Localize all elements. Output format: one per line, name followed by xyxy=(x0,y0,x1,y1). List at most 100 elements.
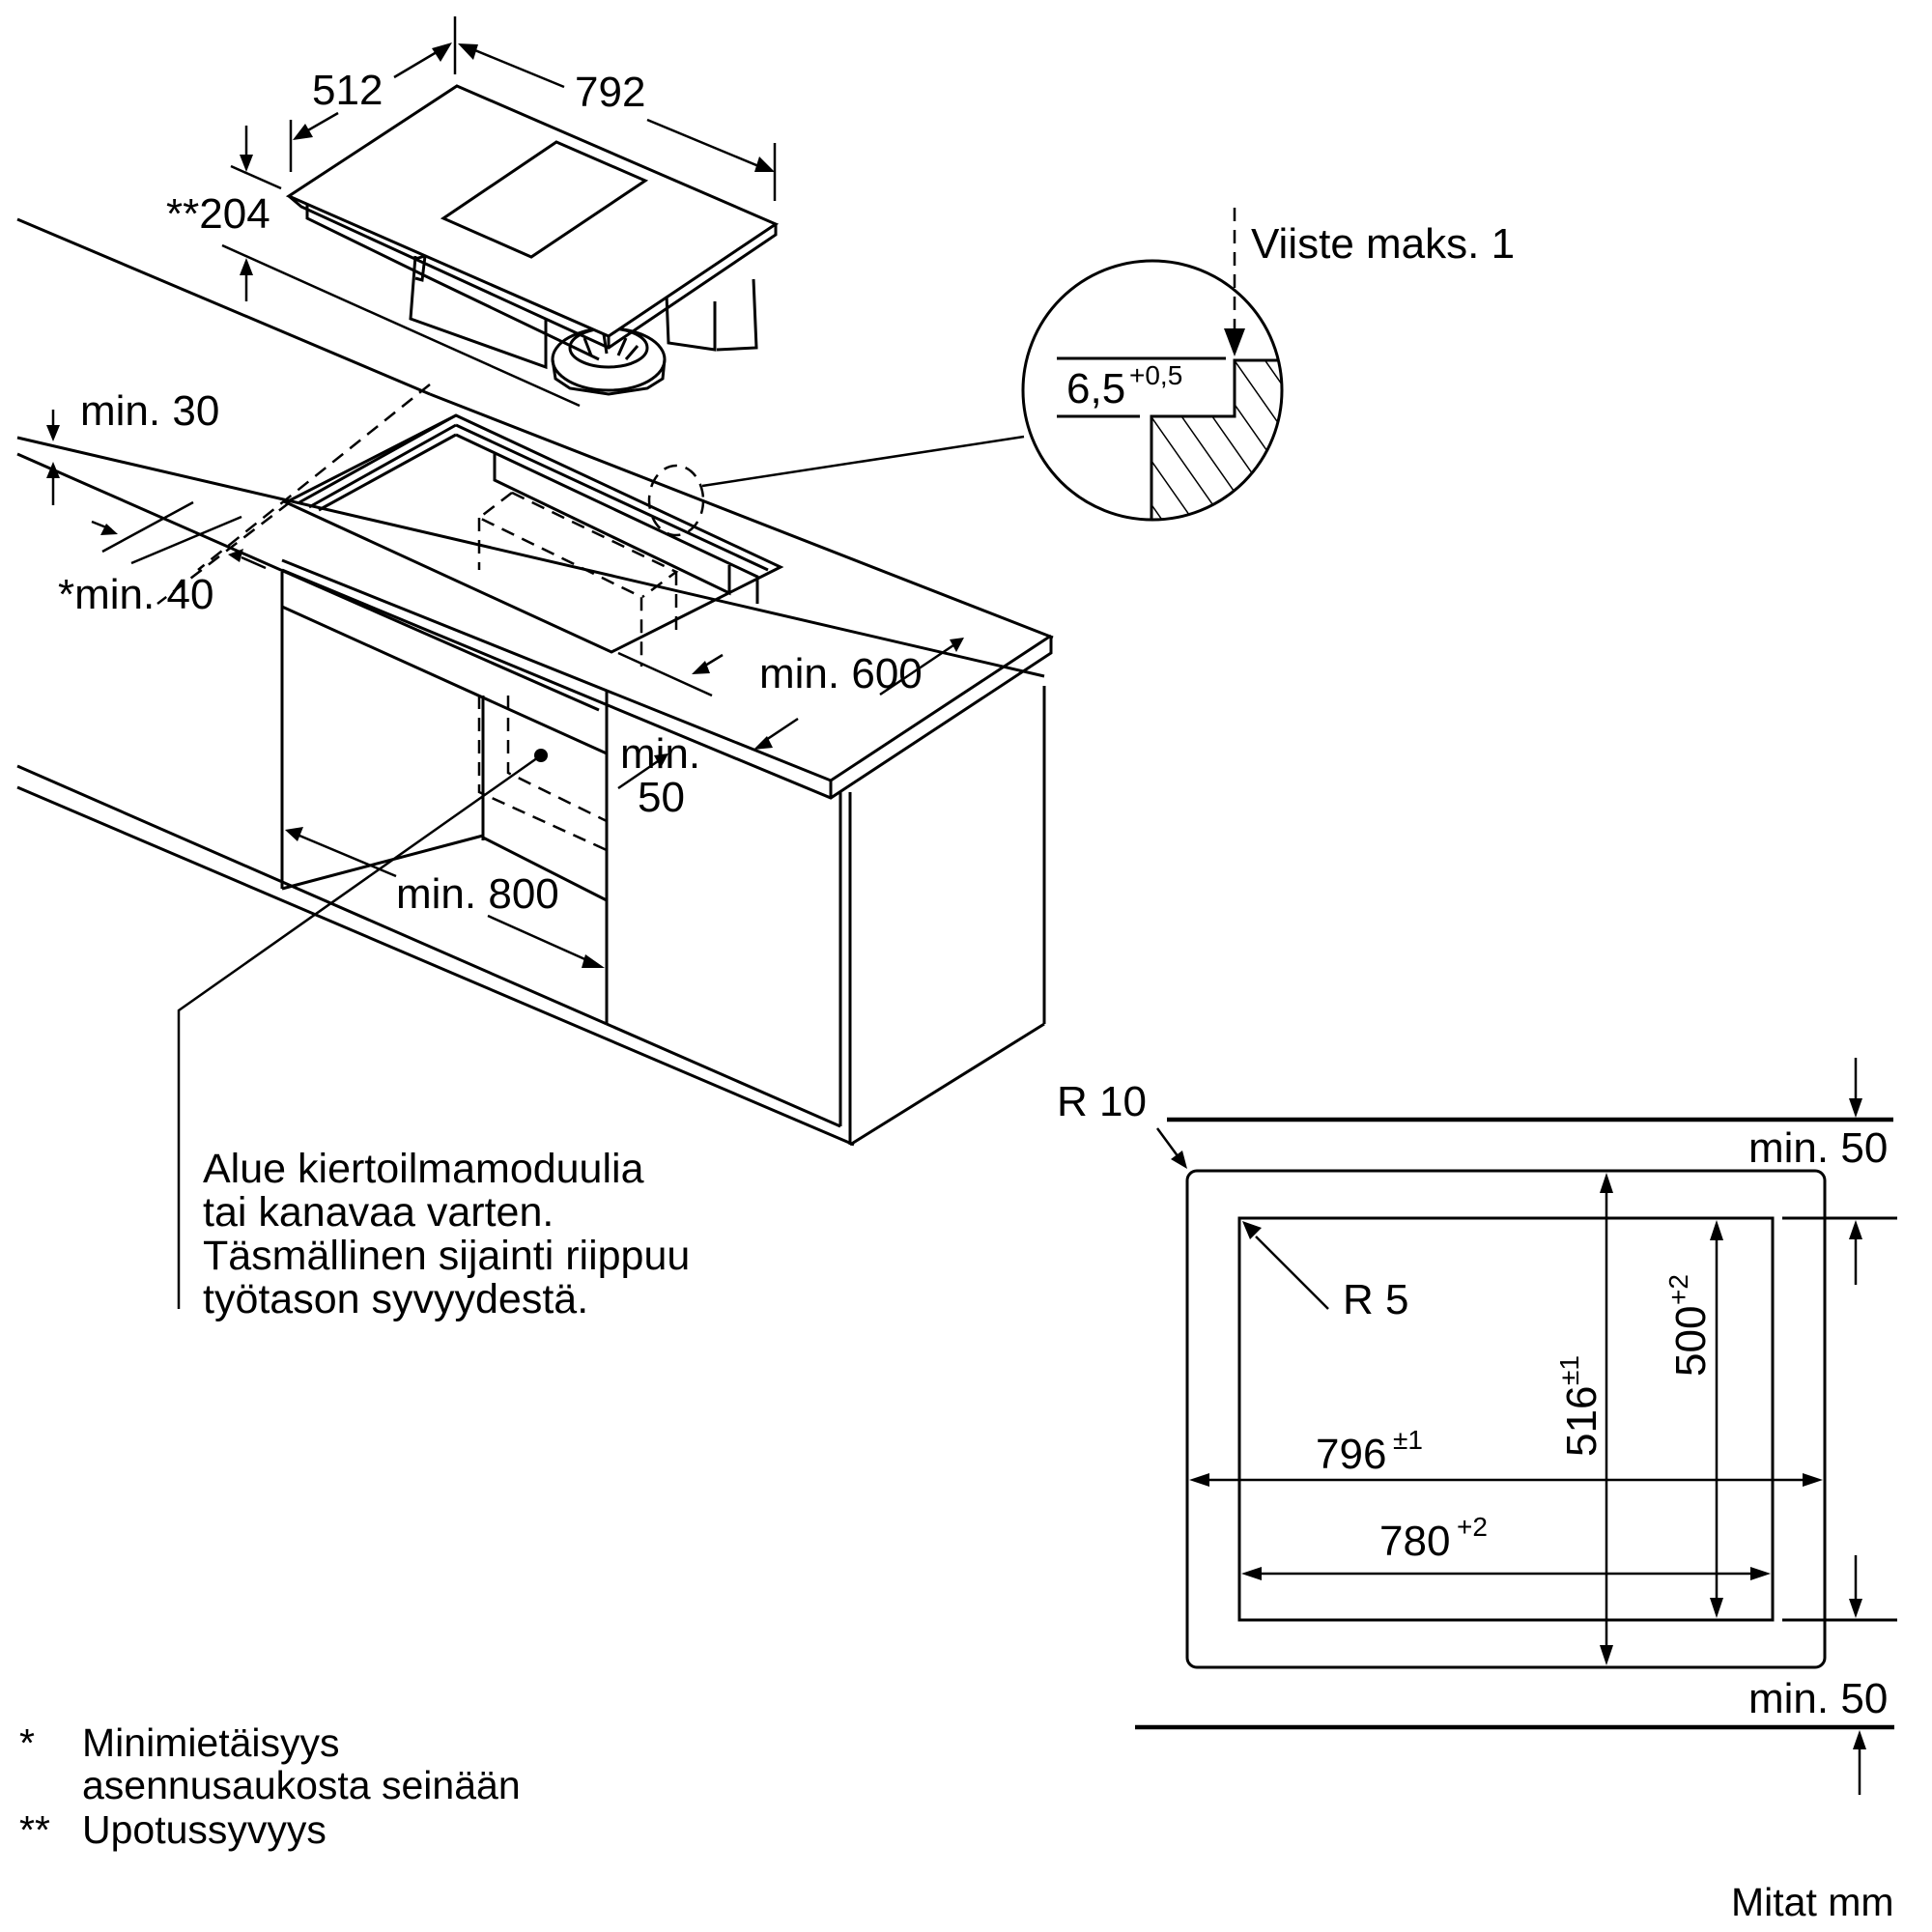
dim-796-tol: ±1 xyxy=(1393,1425,1423,1455)
blower-vanes xyxy=(582,333,639,360)
arrowhead xyxy=(240,258,253,275)
arrowhead xyxy=(228,549,243,562)
arrowhead xyxy=(100,524,118,535)
cabinet-inner-top xyxy=(281,605,608,755)
arrowhead xyxy=(692,661,710,674)
dim-516-tol: ±1 xyxy=(1554,1355,1584,1385)
arrowhead xyxy=(1710,1220,1723,1240)
area-note-line: työtason syvyydestä. xyxy=(203,1276,588,1322)
chamfer-label: Viiste maks. 1 xyxy=(1251,220,1515,268)
cooktop-dimensions: 512 792 **204 xyxy=(166,16,777,408)
hidden-line-rear-2 xyxy=(156,501,291,605)
label-min-50-line2: 50 xyxy=(638,774,685,821)
dim-40-arrow-2 xyxy=(241,555,267,570)
arrowhead xyxy=(1853,1730,1866,1749)
cooktop-glass xyxy=(285,84,780,338)
cooktop-extraction-panel xyxy=(440,140,649,259)
recess-tolerance: +0,5 xyxy=(1129,360,1182,390)
arrowhead xyxy=(754,156,775,172)
worktop-back-top xyxy=(429,392,1054,639)
label-min-600: min. 600 xyxy=(759,650,923,697)
worktop-cutout-rim-1 xyxy=(455,423,769,604)
arrowhead xyxy=(240,155,253,172)
arrowhead xyxy=(1241,1567,1262,1580)
arrowhead xyxy=(1600,1645,1613,1665)
recess-detail: Viiste maks. 1 6,5 +0,5 xyxy=(1021,208,1515,522)
top-clearance-label: min. 50 xyxy=(1748,1124,1888,1172)
label-min-30: min. 30 xyxy=(80,387,219,435)
ext-line-204-bottom xyxy=(221,243,581,408)
arrowhead xyxy=(1710,1598,1723,1618)
dim-780-value: 780 xyxy=(1379,1518,1450,1565)
floor-line-3 xyxy=(606,1022,841,1128)
outer-radius-label: R 10 xyxy=(1057,1078,1147,1125)
cutout-inner-channel xyxy=(493,454,731,596)
arrowhead xyxy=(1224,328,1245,356)
worktop-cutout xyxy=(282,413,784,654)
footnote-mark: ** xyxy=(19,1807,50,1852)
dim-600-ext xyxy=(617,651,713,697)
cabinet-floor-inner xyxy=(482,836,608,902)
dimension-204: **204 xyxy=(166,190,270,238)
arrowhead xyxy=(950,638,964,652)
floor-line-1 xyxy=(16,764,608,1026)
arrowhead xyxy=(1171,1151,1187,1169)
cabinet-floor-back xyxy=(281,834,484,891)
arrowhead xyxy=(1849,1098,1862,1118)
r5-leader xyxy=(1255,1236,1329,1310)
units-label: Mitat mm xyxy=(1731,1880,1894,1924)
dim-516-value: 516 xyxy=(1558,1386,1605,1457)
detail-marker-circle xyxy=(647,464,705,537)
r10-leader xyxy=(1155,1127,1180,1158)
cutout-plan: min. 50 min. 50 R 10 R 5 796 ±1 780 xyxy=(1057,1058,1897,1795)
arrowhead xyxy=(1750,1567,1771,1580)
dim-600-arrow-2 xyxy=(879,641,957,696)
worktop-cutout-rim-2 xyxy=(298,413,457,512)
arrowhead xyxy=(285,827,303,841)
arrowhead xyxy=(1849,1599,1862,1618)
cooktop-glass-edge xyxy=(288,194,778,350)
worktop-cabinet xyxy=(16,217,1054,1309)
footnotes: * Minimietäisyys asennusaukosta seinään … xyxy=(19,1720,521,1852)
ext-line-204-top xyxy=(230,164,282,190)
arrowhead xyxy=(293,124,313,140)
dim-line-792-lower xyxy=(646,118,769,172)
arrowhead xyxy=(1242,1221,1262,1239)
blower-base xyxy=(551,358,667,396)
inner-radius-label: R 5 xyxy=(1343,1276,1408,1323)
area-note-line: Alue kiertoilmamoduulia xyxy=(203,1146,644,1192)
bottom-clearance-label: min. 50 xyxy=(1748,1675,1888,1722)
dimension-512: 512 xyxy=(312,67,383,114)
recess-value: 6,5 xyxy=(1066,365,1125,412)
footnote-mark: * xyxy=(19,1720,35,1765)
dim-40-ext-2 xyxy=(130,515,242,565)
cooktop-fan-housing xyxy=(409,255,548,370)
arrowhead xyxy=(1189,1473,1209,1487)
label-min-50-line1: min. xyxy=(620,730,700,778)
arrowhead xyxy=(1849,1220,1862,1239)
module-area-leader xyxy=(177,753,542,1309)
floor-line-2 xyxy=(16,785,855,1147)
dim-800-arrow-right xyxy=(487,914,590,963)
area-note: Alue kiertoilmamoduulia tai kanavaa vart… xyxy=(203,1146,690,1322)
detail-leader-line xyxy=(701,435,1025,488)
cooktop-fan-housing-left xyxy=(414,253,427,282)
worktop-back-edge xyxy=(16,436,1045,678)
outer-cutout xyxy=(1185,1169,1827,1669)
dim-800-arrow-left xyxy=(298,834,397,878)
arrowhead xyxy=(654,753,668,768)
dim-500-tol: +2 xyxy=(1663,1274,1693,1305)
area-note-line: Täsmällinen sijainti riippuu xyxy=(203,1233,690,1279)
footnote-text: asennusaukosta seinään xyxy=(82,1763,521,1807)
hidden-duct xyxy=(476,491,679,667)
inner-cutout xyxy=(1237,1216,1775,1622)
dimension-792: 792 xyxy=(575,69,645,116)
footnote-text: Upotussyvyys xyxy=(82,1807,327,1852)
cooktop-appliance xyxy=(285,84,780,396)
dim-500-value: 500 xyxy=(1667,1306,1715,1377)
hidden-duct-lower xyxy=(477,696,608,852)
arrowhead xyxy=(1803,1473,1823,1487)
wall-line xyxy=(16,217,431,396)
dim-50-arrow xyxy=(617,757,662,790)
